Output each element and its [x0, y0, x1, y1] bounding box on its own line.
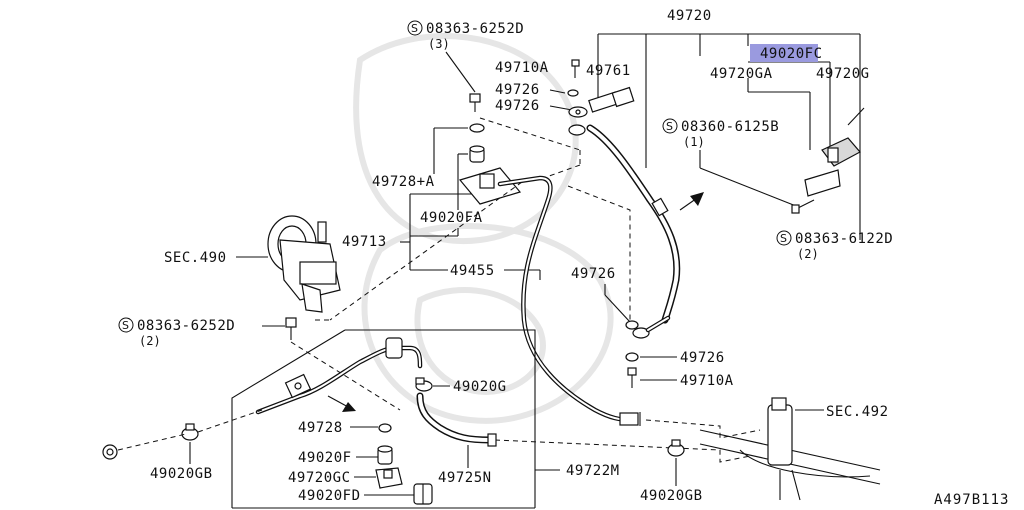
- label-49726-b[interactable]: 49726: [495, 98, 540, 114]
- callout-box-49722M: [231, 329, 560, 509]
- label-49020GB-right[interactable]: 49020GB: [640, 488, 703, 504]
- label-49728A[interactable]: 49728+A: [372, 174, 435, 190]
- label-49020G[interactable]: 49020G: [453, 379, 507, 395]
- label-49761[interactable]: 49761: [586, 63, 631, 79]
- label-49020FD[interactable]: 49020FD: [298, 488, 361, 504]
- s-circle-icon: [776, 230, 792, 246]
- bolt-spec-08363-6252D-top[interactable]: S 08363-6252D (3): [407, 20, 524, 51]
- label-49020GB-left[interactable]: 49020GB: [150, 466, 213, 482]
- label-49020FA[interactable]: 49020FA: [420, 210, 483, 226]
- label-49710A-top[interactable]: 49710A: [495, 60, 549, 76]
- bolt-08363-6252D-left: [285, 317, 297, 340]
- label-49726-c[interactable]: 49726: [571, 266, 616, 282]
- s-mark-letter: S: [411, 22, 418, 35]
- bracket-49713: [458, 167, 522, 205]
- label-49713[interactable]: 49713: [342, 234, 387, 250]
- grommet-49020FD: [413, 483, 433, 505]
- label-49726-a[interactable]: 49726: [495, 82, 540, 98]
- callout-49720-tree: [597, 33, 861, 240]
- watermark-graphic: [353, 33, 614, 424]
- diagram-reference-code: A497B113: [934, 492, 1009, 508]
- washer-49728: [378, 423, 392, 433]
- s-mark-letter: S: [780, 232, 787, 245]
- s-mark-letter: S: [122, 319, 129, 332]
- bolt-49710A-bottom: [627, 367, 637, 388]
- hose-49720: [568, 124, 681, 339]
- bolt-spec-08363-6122D[interactable]: S 08363-6122D (2): [776, 230, 893, 261]
- label-08363-6122D: 08363-6122D: [795, 231, 893, 247]
- label-49455[interactable]: 49455: [450, 263, 495, 279]
- label-49710A-bottom[interactable]: 49710A: [680, 373, 734, 389]
- label-49720[interactable]: 49720: [667, 8, 712, 24]
- label-49020FC[interactable]: 49020FC: [760, 46, 823, 62]
- pipe-49722M: [255, 337, 423, 415]
- clip-49020GB-right: [667, 439, 685, 457]
- clamp-49020G: [415, 377, 433, 392]
- bracket-49720G: [804, 107, 865, 197]
- qty-08363-6252D-top: (3): [428, 37, 450, 51]
- bolt-08360-6125B: [791, 199, 815, 214]
- bolt-spec-08360-6125B[interactable]: S 08360-6125B (1): [662, 118, 779, 149]
- qty-08360-6125B: (1): [683, 135, 705, 149]
- label-49720GC[interactable]: 49720GC: [288, 470, 351, 486]
- washer-49726-d: [625, 352, 639, 362]
- label-49020F[interactable]: 49020F: [298, 450, 352, 466]
- label-sec490[interactable]: SEC.490: [164, 250, 227, 266]
- label-sec492[interactable]: SEC.492: [826, 404, 889, 420]
- label-49722M[interactable]: 49722M: [566, 463, 620, 479]
- clip-49020GB-left: [102, 423, 199, 460]
- s-circle-icon: [662, 118, 678, 134]
- s-circle-icon: [407, 20, 423, 36]
- bolt-49710A-top: [571, 59, 580, 78]
- steering-gear-sec492: [699, 397, 881, 501]
- flow-arrow-icon: [679, 192, 704, 211]
- pump-sec490: [267, 215, 341, 313]
- label-49720G[interactable]: 49720G: [816, 66, 870, 82]
- label-49720GA[interactable]: 49720GA: [710, 66, 773, 82]
- s-circle-icon: [118, 317, 134, 333]
- bolt-08363-6252D-top: [469, 93, 485, 163]
- label-08363-6252D-left: 08363-6252D: [137, 318, 235, 334]
- label-08360-6125B: 08360-6125B: [681, 119, 779, 135]
- qty-08363-6252D-left: (2): [139, 334, 161, 348]
- grommet-49020F: [377, 445, 393, 465]
- qty-08363-6122D: (2): [797, 247, 819, 261]
- clip-49720GC: [375, 467, 403, 489]
- flow-arrow-icon: [327, 395, 356, 412]
- label-08363-6252D-top: 08363-6252D: [426, 21, 524, 37]
- washer-49726-c: [625, 320, 639, 330]
- highlight-49020FC: [750, 44, 818, 62]
- callout-left-tree: [400, 127, 541, 280]
- bolt-spec-08363-6252D-left[interactable]: S 08363-6252D (2): [118, 317, 235, 348]
- washer-49726-a: [567, 89, 579, 97]
- label-49726-d[interactable]: 49726: [680, 350, 725, 366]
- label-49725N[interactable]: 49725N: [438, 470, 492, 486]
- label-49728[interactable]: 49728: [298, 420, 343, 436]
- part-49761-connector: [568, 86, 635, 118]
- hose-49725N: [416, 392, 497, 447]
- s-mark-letter: S: [666, 120, 673, 133]
- pipe-49455: [497, 175, 641, 426]
